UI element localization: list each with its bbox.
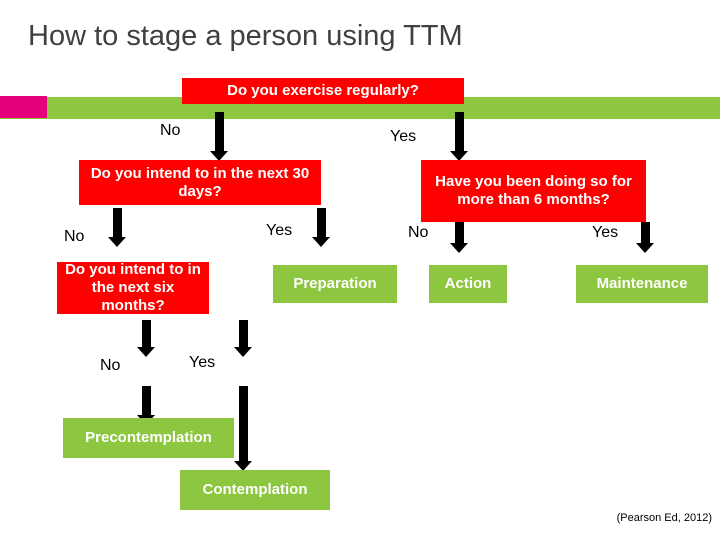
edge-label-root-yes: Yes	[390, 128, 417, 145]
decorative-bar-green	[0, 97, 720, 119]
decorative-bar-magenta	[0, 96, 47, 118]
edge-label-q2-no: No	[64, 228, 85, 245]
stage-node-precontemplation: Precontemplation	[63, 418, 234, 458]
edge-label-root-no: No	[160, 122, 181, 139]
arrow-q4-to-no	[137, 320, 155, 357]
arrow-q3-to-no	[450, 222, 468, 253]
edge-label-q4-yes: Yes	[189, 354, 216, 371]
arrow-q2-to-no	[108, 208, 126, 247]
stage-node-preparation: Preparation	[273, 265, 397, 303]
question-node-intend-30-days: Do you intend to in the next 30 days?	[79, 160, 321, 205]
arrow-root-to-no	[210, 112, 228, 161]
stage-node-maintenance: Maintenance	[576, 265, 708, 303]
arrow-yes-to-contemplation	[234, 386, 252, 471]
stage-node-contemplation: Contemplation	[180, 470, 330, 510]
question-node-intend-six-months: Do you intend to in the next six months?	[57, 261, 209, 314]
edge-label-q3-yes: Yes	[592, 224, 619, 241]
page-title: How to stage a person using TTM	[28, 20, 463, 52]
question-node-more-than-6-months: Have you been doing so for more than 6 m…	[421, 160, 646, 222]
arrow-q2-to-yes	[312, 208, 330, 247]
edge-label-q3-no: No	[408, 224, 429, 241]
arrow-no-to-precontemplation	[137, 386, 155, 425]
arrow-root-to-yes	[450, 112, 468, 161]
stage-node-action: Action	[429, 265, 507, 303]
edge-label-q4-no: No	[100, 357, 121, 374]
arrow-q4-to-yes	[234, 320, 252, 357]
arrow-q3-to-yes	[636, 222, 654, 253]
source-credit: (Pearson Ed, 2012)	[616, 512, 712, 524]
question-node-exercise-regularly: Do you exercise regularly?	[182, 78, 464, 104]
edge-label-q2-yes: Yes	[266, 222, 293, 239]
